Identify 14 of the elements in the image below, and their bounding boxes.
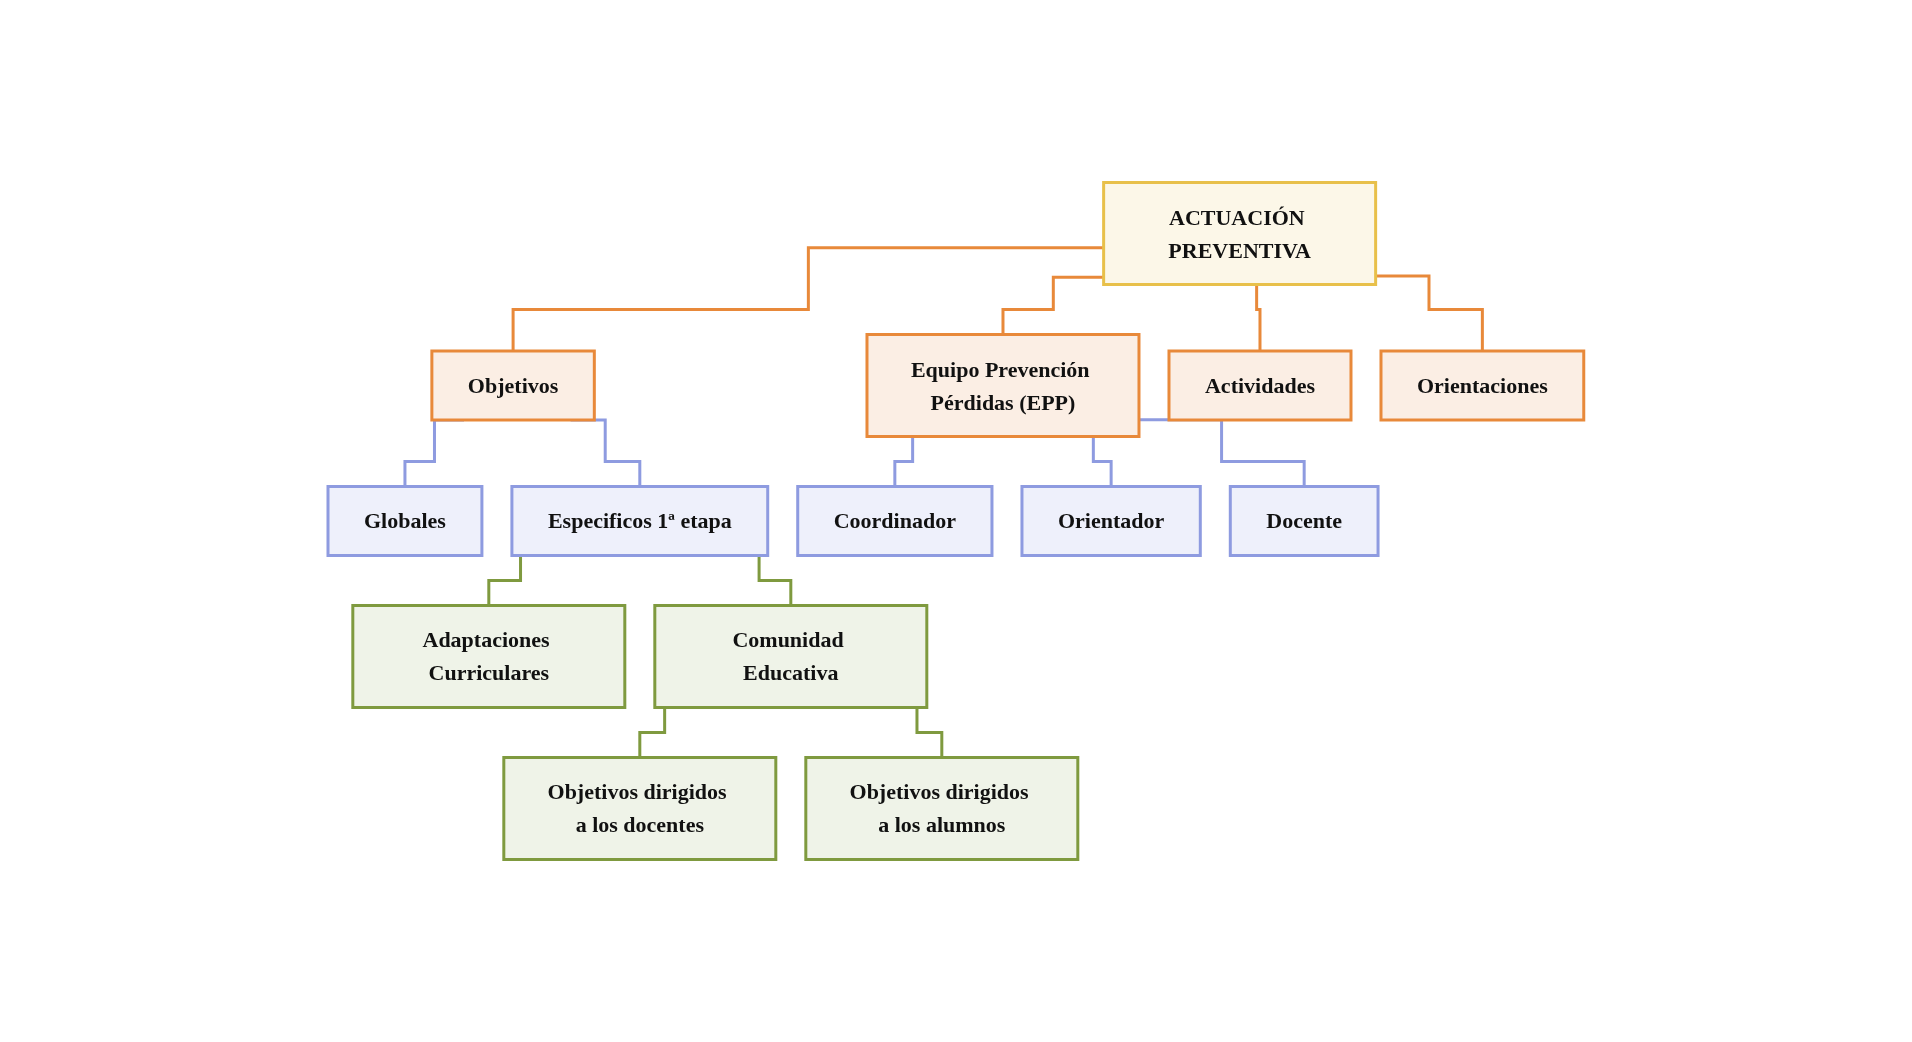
node-box: Objetivos dirigidos a los docentes xyxy=(502,756,778,861)
node-box: Especificos 1ª etapa xyxy=(510,485,770,557)
node-box: Orientador xyxy=(1020,485,1202,557)
node-box: Coordinador xyxy=(796,485,994,557)
node-box: Globales xyxy=(326,485,484,557)
node-box: Docente xyxy=(1228,485,1380,557)
node-box: Actividades xyxy=(1167,349,1353,422)
node-box: Orientaciones xyxy=(1379,349,1586,422)
node-box: Comunidad Educativa xyxy=(653,604,929,709)
node-box: Equipo Prevención Pérdidas (EPP) xyxy=(865,333,1141,438)
node-box: Adaptaciones Curriculares xyxy=(351,604,627,709)
node-box: ACTUACIÓN PREVENTIVA xyxy=(1102,181,1378,286)
node-box: Objetivos xyxy=(430,349,596,422)
node-box: Objetivos dirigidos a los alumnos xyxy=(804,756,1080,861)
